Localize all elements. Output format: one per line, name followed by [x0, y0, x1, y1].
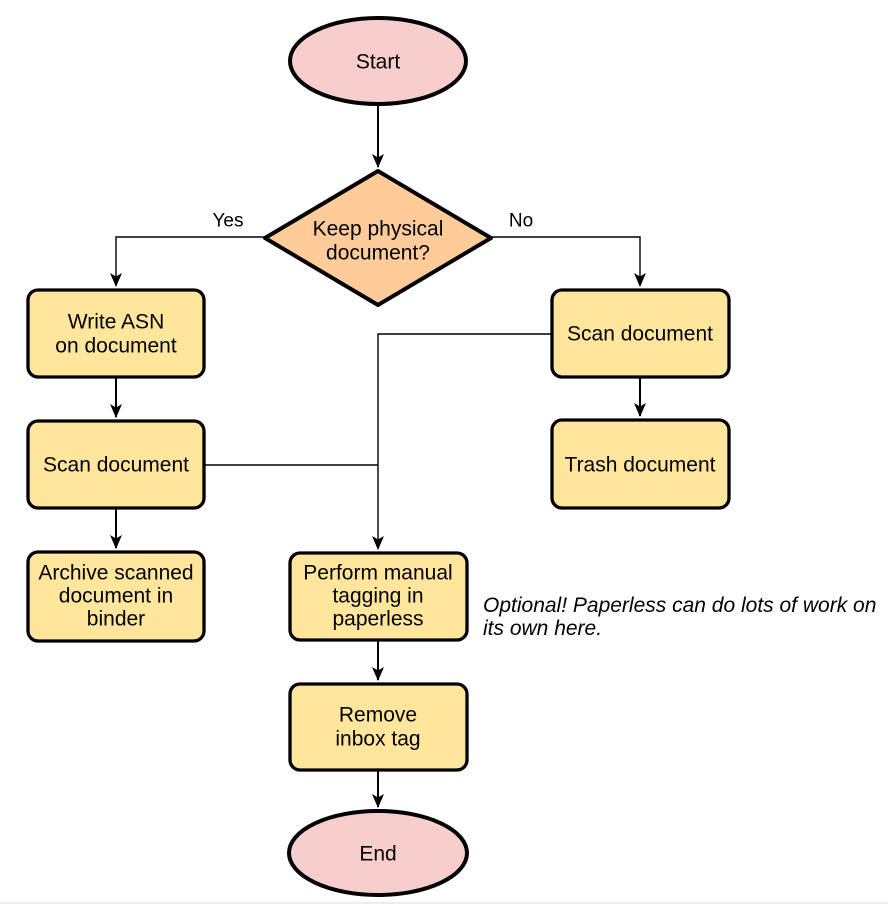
svg-text:Write ASN: Write ASN — [68, 311, 164, 334]
edge-no-branch — [491, 236, 646, 287]
svg-text:Perform manual: Perform manual — [303, 562, 452, 585]
svg-text:Scan document: Scan document — [43, 454, 189, 477]
svg-text:tagging in: tagging in — [332, 585, 423, 608]
annotation-text: Optional! Paperless can do lots of work … — [483, 594, 876, 640]
yes-label: Yes — [213, 211, 244, 232]
svg-text:inbox tag: inbox tag — [335, 728, 420, 751]
svg-text:Scan document: Scan document — [567, 323, 713, 346]
svg-text:Optional! Paperless can do lot: Optional! Paperless can do lots of work … — [483, 594, 876, 617]
trash-document-node: Trash document — [550, 418, 731, 510]
scan-document-left-node: Scan document — [26, 419, 206, 510]
remove-inbox-tag-node: Remove inbox tag — [288, 682, 469, 772]
end-node: End — [287, 809, 469, 897]
decision-node: Keep physical document? — [263, 169, 493, 307]
svg-text:paperless: paperless — [332, 608, 423, 631]
svg-text:on document: on document — [55, 335, 177, 358]
svg-text:document?: document? — [326, 242, 430, 265]
start-node: Start — [288, 16, 468, 106]
tagging-node: Perform manual tagging in paperless — [288, 551, 469, 642]
edge-scan-right-to-tagging — [372, 333, 552, 550]
svg-text:Start: Start — [356, 51, 401, 74]
scan-document-right-node: Scan document — [550, 288, 731, 379]
svg-text:Trash document: Trash document — [565, 454, 716, 477]
edge-yes-branch — [110, 236, 265, 287]
no-label: No — [509, 211, 533, 232]
svg-text:End: End — [359, 843, 396, 866]
svg-text:binder: binder — [87, 608, 145, 631]
svg-text:its own here.: its own here. — [483, 617, 602, 640]
svg-text:document in: document in — [59, 585, 173, 608]
write-asn-node: Write ASN on document — [26, 288, 206, 379]
archive-node: Archive scanned document in binder — [26, 550, 206, 643]
svg-text:Remove: Remove — [339, 704, 417, 727]
svg-text:Keep physical: Keep physical — [313, 218, 444, 241]
svg-text:Archive scanned: Archive scanned — [38, 562, 193, 585]
